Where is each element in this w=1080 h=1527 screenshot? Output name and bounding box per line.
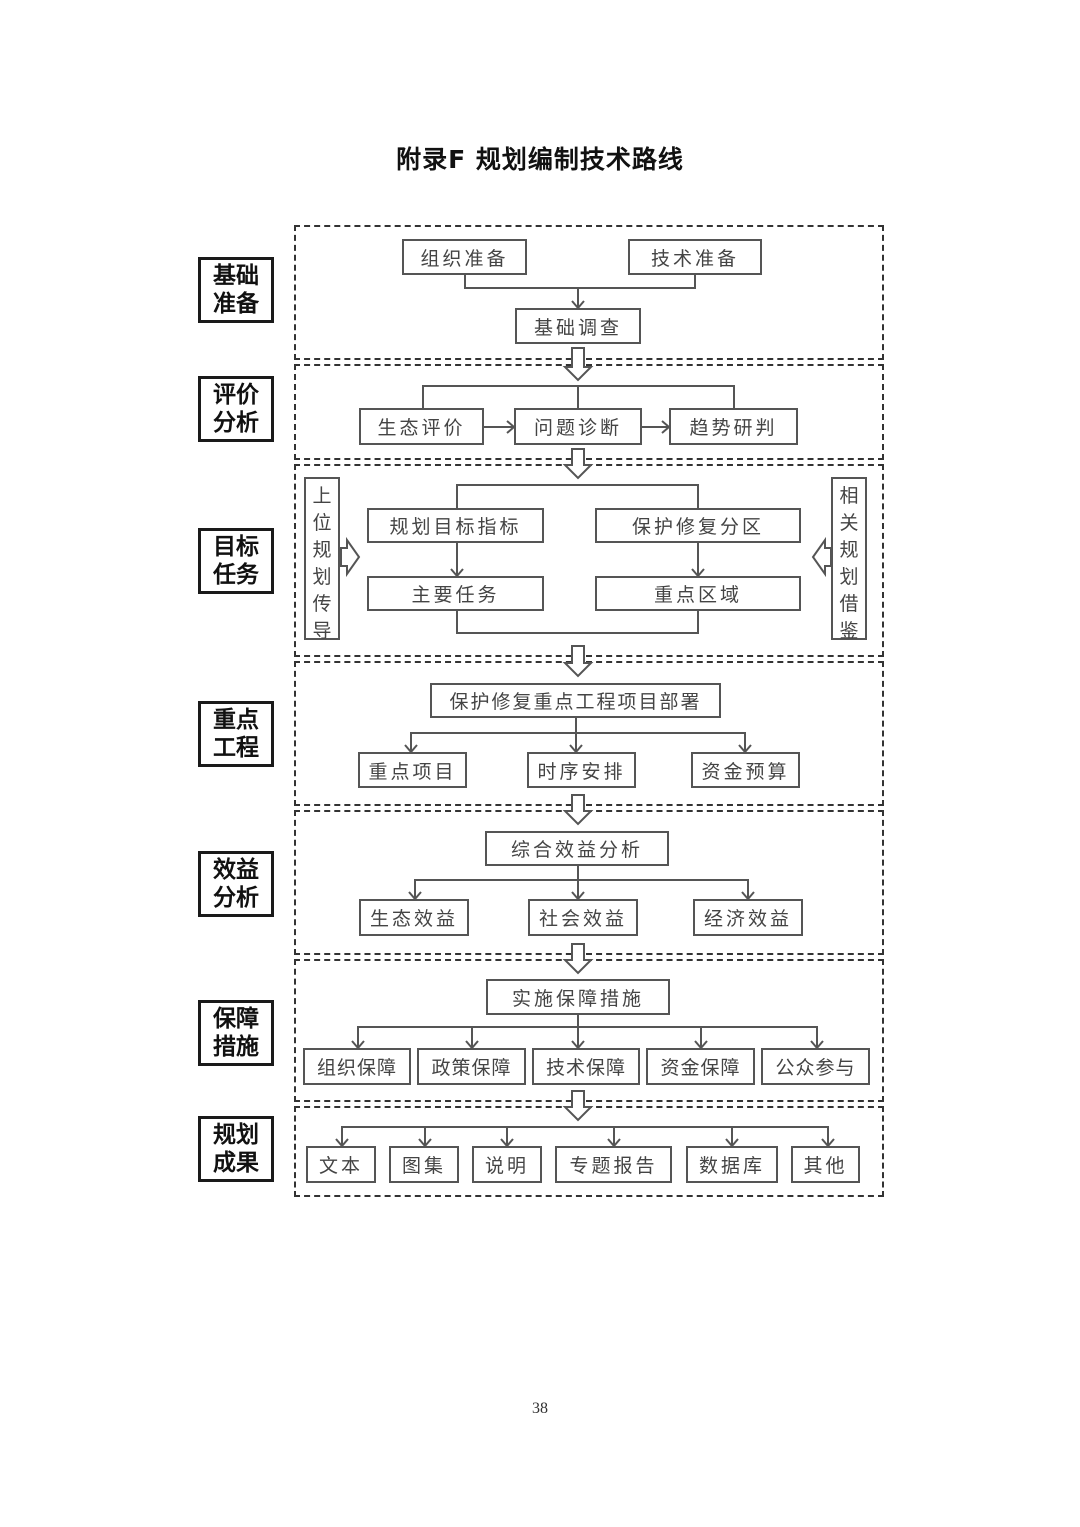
page-number: 38 — [532, 1400, 548, 1417]
box-eco-benefit: 生态效益 — [359, 899, 469, 936]
box-key-projects: 重点项目 — [358, 752, 467, 788]
box-problem-diag: 问题诊断 — [514, 408, 642, 445]
box-key-areas: 重点区域 — [595, 576, 801, 611]
box-explanation: 说明 — [472, 1146, 542, 1183]
stage-label-outcomes: 规划 成果 — [198, 1116, 274, 1182]
box-tech-guarantee: 技术保障 — [532, 1048, 640, 1085]
box-special-report: 专题报告 — [555, 1146, 672, 1183]
stage-label-targets: 目标 任务 — [198, 528, 274, 594]
box-fund-guarantee: 资金保障 — [646, 1048, 755, 1085]
box-other: 其他 — [791, 1146, 860, 1183]
box-related-plan: 相 关 规 划 借 鉴 — [831, 477, 867, 642]
box-upper-plan: 上 位 规 划 传 导 — [304, 477, 340, 642]
stage-label-key-projects: 重点 工程 — [198, 701, 274, 767]
stage-label-benefits: 效益 分析 — [198, 851, 274, 917]
box-policy-guarantee: 政策保障 — [417, 1048, 526, 1085]
box-economic-benefit: 经济效益 — [693, 899, 803, 936]
box-text: 文本 — [306, 1146, 376, 1183]
box-schedule: 时序安排 — [527, 752, 636, 788]
box-org-prep: 组织准备 — [402, 239, 527, 275]
stage-label-foundation: 基础 准备 — [198, 257, 274, 323]
box-social-benefit: 社会效益 — [528, 899, 638, 936]
box-target-index: 规划目标指标 — [367, 508, 544, 543]
box-budget: 资金预算 — [691, 752, 800, 788]
box-public-participation: 公众参与 — [761, 1048, 870, 1085]
page-title: 附录F 规划编制技术路线 — [396, 145, 684, 174]
box-base-survey: 基础调查 — [515, 308, 641, 344]
box-tech-prep: 技术准备 — [628, 239, 762, 275]
stage-label-safeguards: 保障 措施 — [198, 1000, 274, 1066]
box-database: 数据库 — [686, 1146, 778, 1183]
box-measures: 实施保障措施 — [486, 979, 670, 1015]
box-org-guarantee: 组织保障 — [303, 1048, 411, 1085]
box-deployment: 保护修复重点工程项目部署 — [430, 683, 721, 718]
stage-label-evaluation: 评价 分析 — [198, 376, 274, 442]
box-atlas: 图集 — [389, 1146, 459, 1183]
box-zoning: 保护修复分区 — [595, 508, 801, 543]
box-eco-eval: 生态评价 — [359, 408, 484, 445]
box-trend-judge: 趋势研判 — [669, 408, 798, 445]
box-main-tasks: 主要任务 — [367, 576, 544, 611]
box-overall-benefit: 综合效益分析 — [485, 831, 669, 866]
section-targets — [294, 464, 884, 657]
